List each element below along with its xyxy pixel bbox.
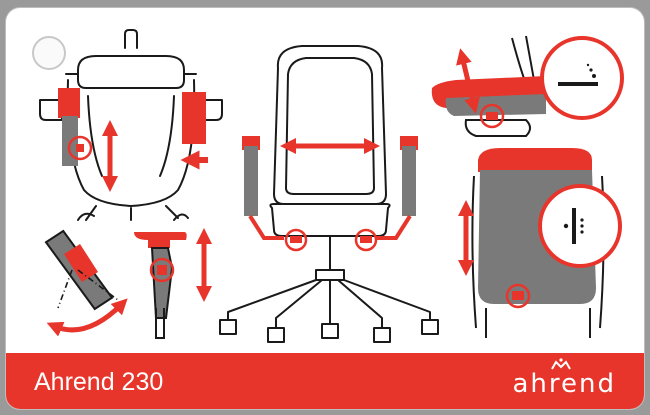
seat-height-side-view	[432, 36, 622, 136]
logo-wordmark: ahrend	[512, 369, 616, 399]
adjustment-illustrations	[6, 8, 644, 353]
armrest-rotation-view	[45, 228, 122, 330]
seat-height-lever-icon	[542, 38, 622, 118]
instruction-card: Ahrend 230 ahrend	[6, 8, 644, 409]
brand-footer: Ahrend 230 ahrend	[6, 353, 644, 409]
right-armrest-pad	[182, 92, 206, 144]
backrest-height-lever-icon	[540, 186, 620, 266]
ahrend-logo: ahrend	[496, 359, 616, 403]
backrest-height-rear-view	[466, 148, 620, 338]
armrest-rotation-arrow	[54, 304, 122, 330]
model-name: Ahrend 230	[34, 368, 163, 396]
left-armrest-pad	[58, 88, 80, 118]
armrest-height-side-view	[134, 232, 204, 338]
